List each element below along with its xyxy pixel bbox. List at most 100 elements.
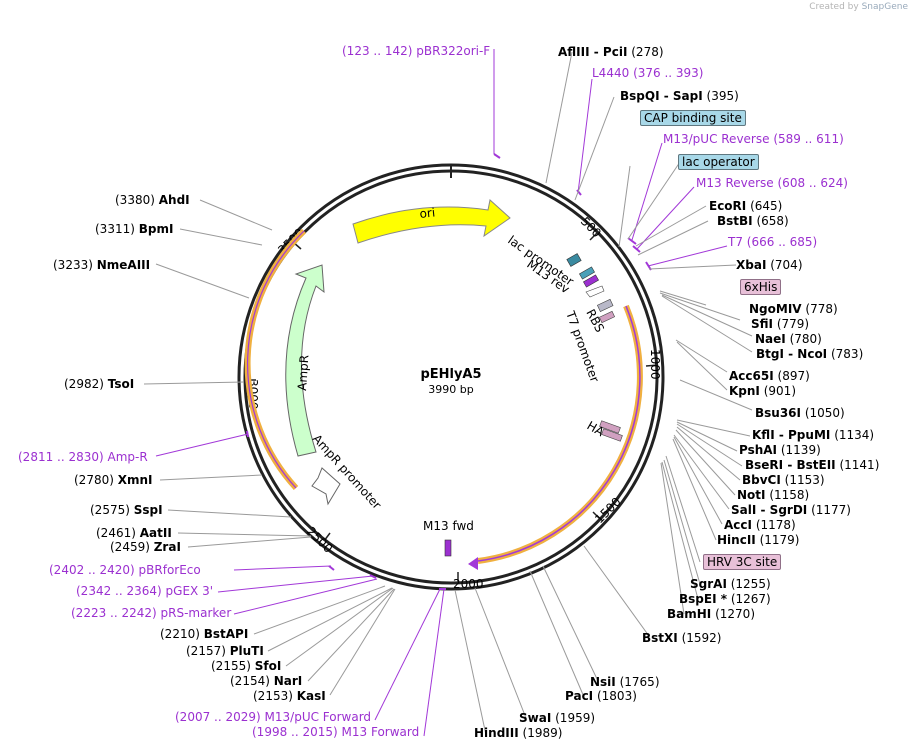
ori-label: ori [419, 205, 436, 221]
primer-pgex-3: (2342 .. 2364) pGEX 3' [76, 584, 213, 598]
enzyme-hindiii-pos: (1989) [522, 726, 563, 740]
enzyme-noti: NotI (1158) [737, 488, 809, 502]
enzyme-bspei: BspEI * (1267) [679, 592, 771, 606]
ampr-promoter-arrow [311, 467, 341, 506]
enzyme-pshai-name: PshAI [739, 443, 778, 457]
m13-fwd-mark [444, 539, 452, 557]
enzyme-leaders [143, 51, 753, 736]
m13-rev-mark [583, 274, 599, 288]
enzyme-ppumi: PpuMI [788, 428, 831, 442]
enzyme-nari: (2154) NarI [230, 674, 302, 688]
enzyme-pshai: PshAI (1139) [739, 443, 821, 457]
enzyme-naei-pos: (780) [789, 332, 822, 346]
enzyme-nmeaiii: (3233) NmeAIII [53, 258, 150, 272]
primer-m13-reverse-range: (608 .. 624) [777, 176, 848, 190]
primer-prs-marker-name: pRS-marker [160, 606, 232, 620]
enzyme-bstapi-pos: (2210) [160, 627, 200, 641]
enzyme-acci: AccI (1178) [724, 518, 796, 532]
enzyme-paci: PacI (1803) [565, 689, 637, 703]
enzyme-btgi: BtgI [756, 347, 784, 361]
enzyme-beseri-pos: (1141) [839, 458, 880, 472]
primer-pgex-3-name: pGEX 3' [165, 584, 213, 598]
enzyme-bpmi: (3311) BpmI [95, 222, 173, 236]
ampr-arrow [285, 264, 325, 457]
enzyme-sspi-name: SspI [133, 503, 163, 517]
enzyme-bpmi-pos: (3311) [95, 222, 135, 236]
enzyme-afliii: AflIII [558, 45, 590, 59]
tick-1000: 1000 [648, 349, 662, 380]
orf-arrow-right [477, 305, 641, 562]
enzyme-zrai-pos: (2459) [110, 540, 150, 554]
primer-leaders [155, 49, 728, 737]
primer-m13-reverse-name: M13 Reverse [696, 176, 774, 190]
enzyme-hincii-pos: (1179) [759, 533, 800, 547]
primer-t7-name: T7 [728, 235, 743, 249]
ampr-label: AmpR [295, 354, 311, 391]
enzyme-bamhi-pos: (1270) [715, 607, 755, 621]
enzyme-paci-name: PacI [565, 689, 594, 703]
enzyme-hindiii-name: HindIII [474, 726, 519, 740]
rbs-label: RBS [583, 307, 607, 335]
primer-prs-marker: (2223 .. 2242) pRS-marker [71, 606, 231, 620]
enzyme-bamhi: BamHI (1270) [667, 607, 755, 621]
enzyme-ahdi: (3380) AhdI [115, 193, 190, 207]
enzyme-sali-pos: (1177) [811, 503, 851, 517]
enzyme-sgrai-pos: (1255) [730, 577, 771, 591]
primer-l4440-name: L4440 [592, 66, 630, 80]
enzyme-bbvci-pos: (1153) [784, 473, 825, 487]
enzyme-bstxi: BstXI (1592) [642, 631, 721, 645]
enzyme-xmni: (2780) XmnI [74, 473, 153, 487]
primer-pbrforeco-name: pBRforEco [138, 563, 201, 577]
enzyme-bstxi-name: BstXI [642, 631, 678, 645]
primer-m13-reverse: M13 Reverse (608 .. 624) [696, 176, 848, 190]
plasmid-size: 3990 bp [428, 383, 473, 396]
enzyme-bpmi-name: BpmI [138, 222, 174, 236]
primer-pbrforeco: (2402 .. 2420) pBRforEco [49, 563, 201, 577]
enzyme-zrai-name: ZraI [153, 540, 181, 554]
enzyme-naei: NaeI (780) [755, 332, 822, 346]
enzyme-hindiii: HindIII (1989) [474, 726, 562, 740]
lac-operator-mark [579, 266, 595, 280]
his-tag-mark [598, 310, 616, 324]
enzyme-acc65i-pos: (897) [777, 369, 810, 383]
snapgene-watermark: Created by SnapGene [809, 2, 908, 12]
enzyme-ahdi-pos: (3380) [115, 193, 155, 207]
lac-operator-box: lac operator [678, 154, 759, 170]
enzyme-pcii: PciI [602, 45, 628, 59]
enzyme-kpni-name: KpnI [729, 384, 760, 398]
enzyme-bstbi: BstBI (658) [717, 214, 789, 228]
enzyme-bspqi: BspQI [620, 89, 660, 103]
primer-m13-puc-forward-name: M13/pUC Forward [264, 710, 372, 724]
enzyme-kasi-pos: (2153) [253, 689, 293, 703]
enzyme-pluti-pos: (2157) [186, 644, 226, 658]
enzyme-acci-pos: (1178) [755, 518, 796, 532]
enzyme-nsii-pos: (1765) [619, 675, 660, 689]
primer-t7-range: (666 .. 685) [746, 235, 818, 249]
enzyme-ngomiv-name: NgoMIV [749, 302, 802, 316]
primer-pbr322ori-f-range: (123 .. 142) [342, 44, 413, 58]
enzyme-xmni-name: XmnI [117, 473, 153, 487]
enzyme-sfii-pos: (779) [776, 317, 810, 331]
primer-amp-r-range: (2811 .. 2830) [18, 450, 104, 464]
primer-t7: T7 (666 .. 685) [728, 235, 817, 249]
primer-amp-r: (2811 .. 2830) Amp-R [18, 450, 148, 464]
enzyme-swai-pos: (1959) [555, 711, 596, 725]
enzyme-tsoi-name: TsoI [107, 377, 135, 391]
enzyme-sapi: SapI [672, 89, 703, 103]
enzyme-bbvci-name: BbvCI [742, 473, 781, 487]
enzyme-kpni: KpnI (901) [729, 384, 796, 398]
enzyme-bspqi-sapi: BspQI - SapI (395) [620, 89, 739, 103]
enzyme-sfii-name: SfiI [751, 317, 774, 331]
enzyme-sfii: SfiI (779) [751, 317, 809, 331]
enzyme-bsu36i: Bsu36I (1050) [755, 406, 845, 420]
enzyme-bsteii: BstEII [796, 458, 836, 472]
primer-m13-forward: (1998 .. 2015) M13 Forward [252, 725, 419, 739]
ha-tag-mark [599, 420, 623, 442]
enzyme-bbvci: BbvCI (1153) [742, 473, 825, 487]
primer-m13-puc-reverse-name: M13/pUC Reverse [663, 132, 770, 146]
enzyme-bstbi-name: BstBI [717, 214, 753, 228]
primer-m13-puc-forward-range: (2007 .. 2029) [175, 710, 261, 724]
enzyme-naei-name: NaeI [755, 332, 786, 346]
enzyme-aatii-pos: (2461) [96, 526, 136, 540]
primer-pbr322ori-f: (123 .. 142) pBR322ori-F [342, 44, 490, 58]
